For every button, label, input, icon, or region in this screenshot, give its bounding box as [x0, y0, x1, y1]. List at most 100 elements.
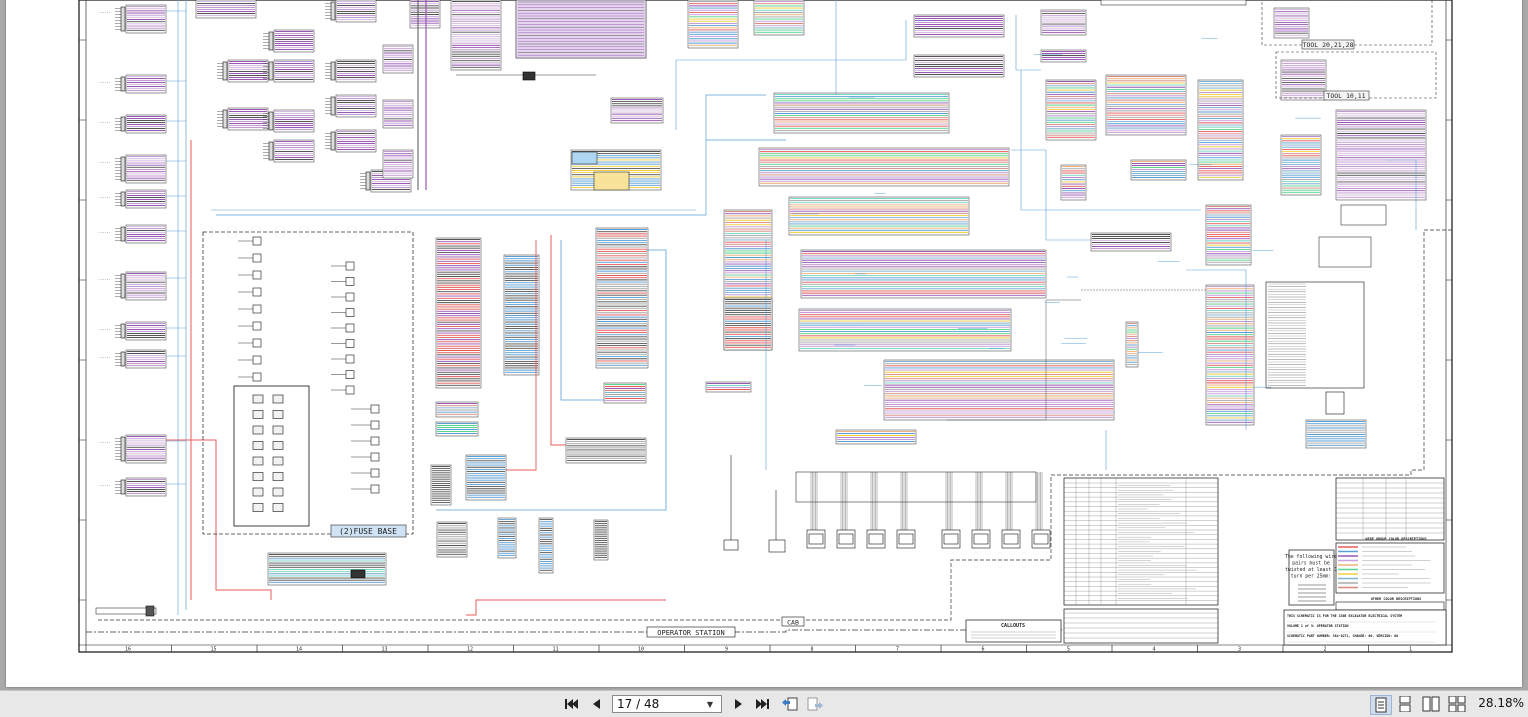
left-label: ------ [98, 483, 111, 487]
operator-station-boundary [96, 229, 1452, 621]
grid-number: 2 [1323, 647, 1326, 653]
last-page-button[interactable] [755, 696, 771, 712]
fuse [252, 372, 262, 382]
fuse [252, 270, 262, 280]
left-connector [125, 4, 167, 34]
right-connector [1100, 0, 1247, 6]
fuse [370, 452, 380, 462]
module-pin-strip [268, 141, 274, 161]
fuse-slot [252, 456, 264, 466]
twisted-note-line: pairs must be [1292, 561, 1330, 567]
fuse-slot [272, 487, 284, 497]
page-number-input[interactable] [613, 697, 703, 711]
previous-page-button[interactable] [588, 696, 604, 712]
grid-number: 5 [1067, 647, 1070, 653]
history-back-button[interactable] [780, 695, 800, 713]
wire-group-table [1335, 542, 1445, 594]
grid-number: 9 [725, 647, 728, 653]
history-forward-icon [807, 697, 823, 711]
fuse [252, 287, 262, 297]
continuous-view-button[interactable] [1395, 695, 1415, 713]
next-page-button[interactable] [731, 696, 747, 712]
module-pin-strip [330, 61, 336, 81]
relay-outline [1318, 236, 1372, 268]
sensor-pins [1033, 533, 1049, 545]
fuse [345, 385, 355, 395]
page-number-field[interactable]: ▼ [612, 695, 722, 713]
page-dropdown-icon[interactable]: ▼ [706, 699, 714, 709]
sensor-connector [806, 529, 826, 549]
operator-station-box [646, 626, 736, 638]
fuse [345, 261, 355, 271]
wire-run [675, 20, 907, 130]
tool-10-11-label: TOOL 10,11 [1326, 92, 1365, 100]
operator-station-label: OPERATOR STATION [657, 629, 724, 637]
sensor-connector [723, 539, 739, 551]
connector-block [603, 382, 647, 404]
left-pin-strip [120, 479, 126, 495]
module-pin-strip [222, 61, 228, 81]
splice [350, 569, 366, 579]
title-block [1283, 609, 1447, 646]
splice [145, 605, 155, 617]
sensor-connector [836, 529, 856, 549]
sensor-connector [1031, 529, 1051, 549]
sensor-connector [866, 529, 886, 549]
wire-run [436, 249, 667, 511]
bottom-toolbar: ▼ 28.18% [0, 690, 1528, 717]
fuse-slot [272, 503, 284, 512]
left-pin-strip [120, 191, 126, 207]
fuse-slot [252, 410, 264, 419]
tool-box-label [1323, 90, 1370, 101]
power-wire [550, 235, 571, 446]
module-pin-strip [330, 131, 336, 151]
fuse-slot [272, 456, 284, 466]
cab-boundary [86, 629, 1064, 633]
title-block-line: SCHEMATIC PART NUMBER: 384-0271, CHANGE:… [1287, 634, 1398, 638]
module-pin-strip [330, 1, 336, 21]
wire-run [705, 94, 766, 140]
left-label: ------ [98, 440, 111, 444]
fuse-block [233, 385, 310, 527]
left-pin-strip [120, 156, 126, 182]
relay-box [593, 171, 630, 191]
module-connector [382, 149, 414, 179]
first-page-button[interactable] [563, 696, 579, 712]
splice [522, 71, 536, 81]
history-back-icon [782, 697, 798, 711]
grid-number: 12 [467, 647, 473, 653]
previous-page-icon [593, 699, 600, 709]
history-forward-button[interactable] [805, 695, 825, 713]
sensor-pins [943, 533, 959, 545]
grid-number: 3 [1238, 647, 1241, 653]
fuse [345, 323, 355, 333]
fuse [345, 370, 355, 379]
module-connector [382, 44, 414, 74]
module-outline [1265, 281, 1365, 389]
sensor-connector [941, 529, 961, 549]
wire-run [560, 240, 606, 401]
continuous-facing-view-button[interactable] [1447, 695, 1467, 713]
relay-outline [1340, 204, 1387, 226]
module-connector [382, 99, 414, 129]
fuse [345, 277, 355, 286]
power-wire [166, 439, 272, 600]
fuse-panel-boundary [202, 231, 414, 535]
revision-table [1063, 608, 1219, 644]
parts-table [1063, 477, 1219, 606]
left-label: ------ [98, 355, 111, 359]
fuse-base-box [330, 524, 407, 538]
sensor-connector [1001, 529, 1021, 549]
grid-number: 14 [296, 647, 302, 653]
module-connector [409, 0, 441, 29]
right-connector [1040, 9, 1087, 36]
single-page-view-button[interactable] [1370, 695, 1392, 715]
facing-view-button[interactable] [1421, 695, 1441, 713]
fuse [345, 292, 355, 302]
next-page-icon [735, 699, 742, 709]
zoom-level[interactable]: 28.18% [1478, 696, 1524, 710]
last-page-icon [756, 699, 769, 709]
color-abbrev-table [1335, 477, 1445, 541]
